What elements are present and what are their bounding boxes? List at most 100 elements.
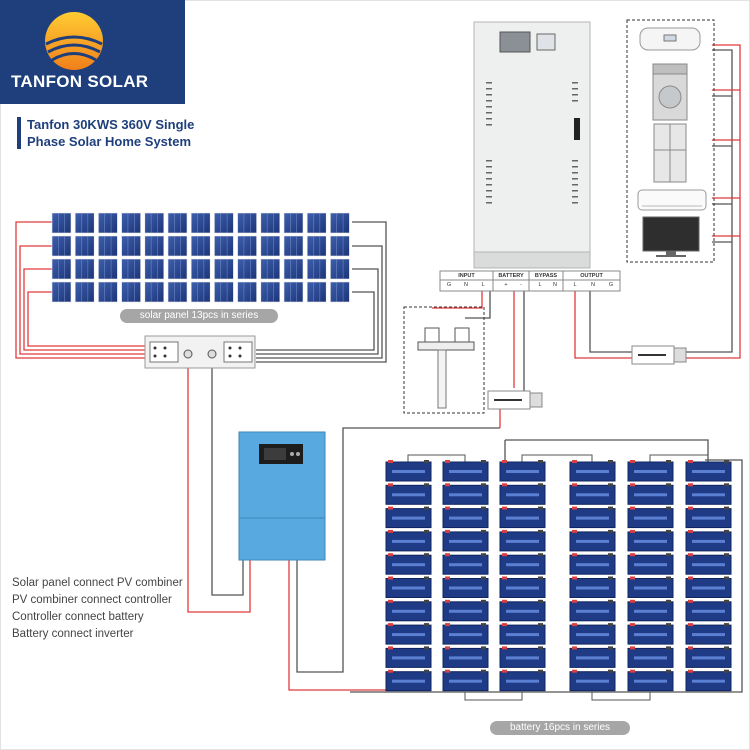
battery-positive-terminal bbox=[630, 506, 635, 510]
battery-label-stripe bbox=[634, 539, 667, 543]
battery-positive-terminal bbox=[502, 623, 507, 627]
solar-panel bbox=[190, 258, 211, 280]
battery-positive-terminal bbox=[445, 646, 450, 650]
solar-panel bbox=[237, 212, 257, 234]
battery-label-stripe bbox=[692, 470, 725, 473]
battery-negative-terminal bbox=[724, 460, 729, 463]
battery-negative-terminal bbox=[608, 599, 613, 603]
battery-positive-terminal bbox=[502, 460, 507, 463]
battery-positive-terminal bbox=[388, 460, 393, 463]
battery-label: battery 16pcs in series bbox=[490, 721, 630, 735]
battery-negative-terminal bbox=[424, 646, 429, 650]
battery-negative-terminal bbox=[481, 506, 486, 510]
solar-panel bbox=[237, 235, 257, 257]
solar-panel bbox=[214, 281, 234, 303]
solar-panel bbox=[330, 258, 350, 280]
brand-name: TANFON SOLAR bbox=[11, 72, 149, 91]
solar-panel bbox=[144, 281, 165, 303]
battery-negative-terminal bbox=[538, 669, 543, 673]
battery-label-stripe bbox=[506, 539, 539, 543]
solar-panel bbox=[144, 235, 165, 257]
battery-negative-terminal bbox=[724, 529, 729, 533]
solar-panel bbox=[51, 258, 72, 280]
battery-label-stripe bbox=[576, 563, 609, 567]
solar-panel bbox=[51, 235, 72, 257]
battery-label-stripe bbox=[449, 470, 482, 473]
air-conditioner-icon bbox=[637, 189, 707, 211]
terminal-strip bbox=[439, 270, 621, 292]
step-1: Solar panel connect PV combiner bbox=[12, 577, 183, 589]
battery-negative-terminal bbox=[608, 646, 613, 650]
step-2: PV combiner connect controller bbox=[12, 594, 172, 606]
input-breaker bbox=[403, 306, 485, 414]
battery-label-stripe bbox=[449, 586, 482, 590]
television-icon bbox=[642, 216, 700, 257]
battery-label-stripe bbox=[692, 679, 725, 683]
battery-label-stripe bbox=[449, 656, 482, 660]
battery-label-stripe bbox=[392, 586, 425, 590]
battery-negative-terminal bbox=[424, 506, 429, 510]
solar-panel bbox=[167, 258, 188, 280]
terminal-pin: N bbox=[464, 282, 468, 288]
battery-positive-terminal bbox=[572, 529, 577, 533]
battery-label-stripe bbox=[506, 563, 539, 567]
solar-panel bbox=[214, 258, 234, 280]
battery-label-stripe bbox=[692, 633, 725, 637]
battery-label-stripe bbox=[692, 516, 725, 520]
solar-panel bbox=[237, 258, 257, 280]
battery-label-stripe bbox=[392, 516, 425, 520]
battery-positive-terminal bbox=[388, 599, 393, 603]
solar-panel bbox=[330, 281, 350, 303]
battery-label-stripe bbox=[506, 609, 539, 613]
solar-panel bbox=[121, 258, 141, 280]
battery-label-stripe bbox=[506, 516, 539, 520]
solar-panel bbox=[260, 212, 281, 234]
solar-panel bbox=[306, 281, 327, 303]
battery-negative-terminal bbox=[608, 460, 613, 463]
battery-positive-terminal bbox=[388, 506, 393, 510]
battery-positive-terminal bbox=[445, 483, 450, 487]
solar-panel bbox=[144, 212, 165, 234]
battery-negative-terminal bbox=[724, 483, 729, 487]
solar-panel bbox=[190, 281, 211, 303]
battery-label-stripe bbox=[449, 633, 482, 637]
battery-negative-terminal bbox=[481, 553, 486, 557]
battery-negative-terminal bbox=[608, 576, 613, 580]
solar-panel bbox=[283, 235, 304, 257]
wiring bbox=[15, 44, 743, 701]
terminal-pin: L bbox=[538, 282, 542, 288]
solar-panel bbox=[214, 212, 234, 234]
battery-negative-terminal bbox=[424, 623, 429, 627]
inverter-cabinet bbox=[473, 21, 591, 269]
water-heater-icon bbox=[639, 27, 701, 51]
solar-panel bbox=[260, 281, 281, 303]
solar-panel bbox=[283, 281, 304, 303]
logo-sun-icon bbox=[45, 12, 103, 70]
battery-positive-terminal bbox=[688, 553, 693, 557]
battery-positive-terminal bbox=[688, 576, 693, 580]
terminal-pin: L bbox=[481, 282, 485, 288]
washing-machine-icon bbox=[652, 63, 688, 121]
solar-panel bbox=[306, 258, 327, 280]
appliance-group bbox=[626, 19, 715, 263]
page-title-line-2: Phase Solar Home System bbox=[27, 134, 192, 149]
battery-negative-terminal bbox=[666, 553, 671, 557]
terminal-pin: + bbox=[504, 282, 508, 288]
terminal-pin: L bbox=[573, 282, 577, 288]
battery-label-stripe bbox=[634, 470, 667, 473]
solar-panel bbox=[330, 212, 350, 234]
battery-label-stripe bbox=[576, 539, 609, 543]
charge-controller bbox=[238, 431, 326, 561]
battery-label-stripe bbox=[692, 563, 725, 567]
battery-label-stripe bbox=[634, 633, 667, 637]
solar-panel bbox=[167, 281, 188, 303]
battery-negative-terminal bbox=[481, 669, 486, 673]
battery-positive-terminal bbox=[630, 483, 635, 487]
terminal-group-output: OUTPUT bbox=[580, 273, 603, 279]
battery-positive-terminal bbox=[445, 576, 450, 580]
battery-negative-terminal bbox=[481, 623, 486, 627]
battery-negative-terminal bbox=[666, 646, 671, 650]
battery-positive-terminal bbox=[572, 483, 577, 487]
solar-panel bbox=[98, 235, 118, 257]
title-accent-bar bbox=[17, 117, 21, 149]
